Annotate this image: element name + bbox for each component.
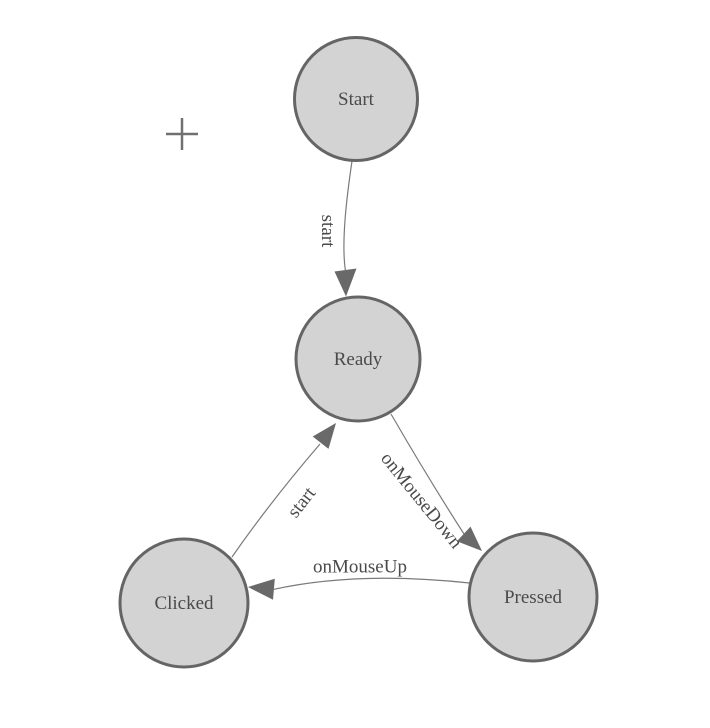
state-node-clicked[interactable]: Clicked (118, 537, 250, 669)
transition-pressed-clicked-line (273, 577, 470, 590)
arrowhead-icon (312, 423, 336, 449)
state-node-ready-label: Ready (334, 349, 383, 370)
transition-start-ready-label: start (317, 215, 338, 248)
state-node-pressed[interactable]: Pressed (467, 531, 599, 663)
state-node-clicked-circle[interactable] (118, 537, 250, 669)
transition-pressed-clicked: onMouseUp (248, 557, 470, 600)
state-node-pressed-circle[interactable] (467, 531, 599, 663)
arrowhead-icon (248, 578, 275, 600)
arrowhead-icon (456, 526, 482, 551)
state-node-start[interactable]: Start (293, 36, 419, 162)
state-node-clicked-label: Clicked (154, 593, 214, 614)
crosshair-plus-icon (166, 118, 198, 150)
transition-clicked-ready: start (231, 423, 336, 558)
transition-start-ready: start (317, 160, 357, 297)
transition-ready-pressed: onMouseDown (376, 413, 482, 553)
transition-ready-pressed-line (390, 413, 465, 535)
state-node-pressed-label: Pressed (504, 587, 563, 608)
state-node-ready[interactable]: Ready (294, 295, 422, 423)
transition-clicked-ready-label: start (283, 483, 320, 522)
state-node-start-circle[interactable] (293, 36, 419, 162)
transition-ready-pressed-label: onMouseDown (376, 448, 466, 553)
state-node-start-label: Start (338, 89, 375, 110)
transition-start-ready-line (343, 160, 353, 272)
transition-clicked-ready-line (231, 443, 321, 558)
state-node-ready-circle[interactable] (294, 295, 422, 423)
arrowhead-icon (334, 268, 357, 297)
transition-pressed-clicked-label: onMouseUp (313, 557, 407, 578)
